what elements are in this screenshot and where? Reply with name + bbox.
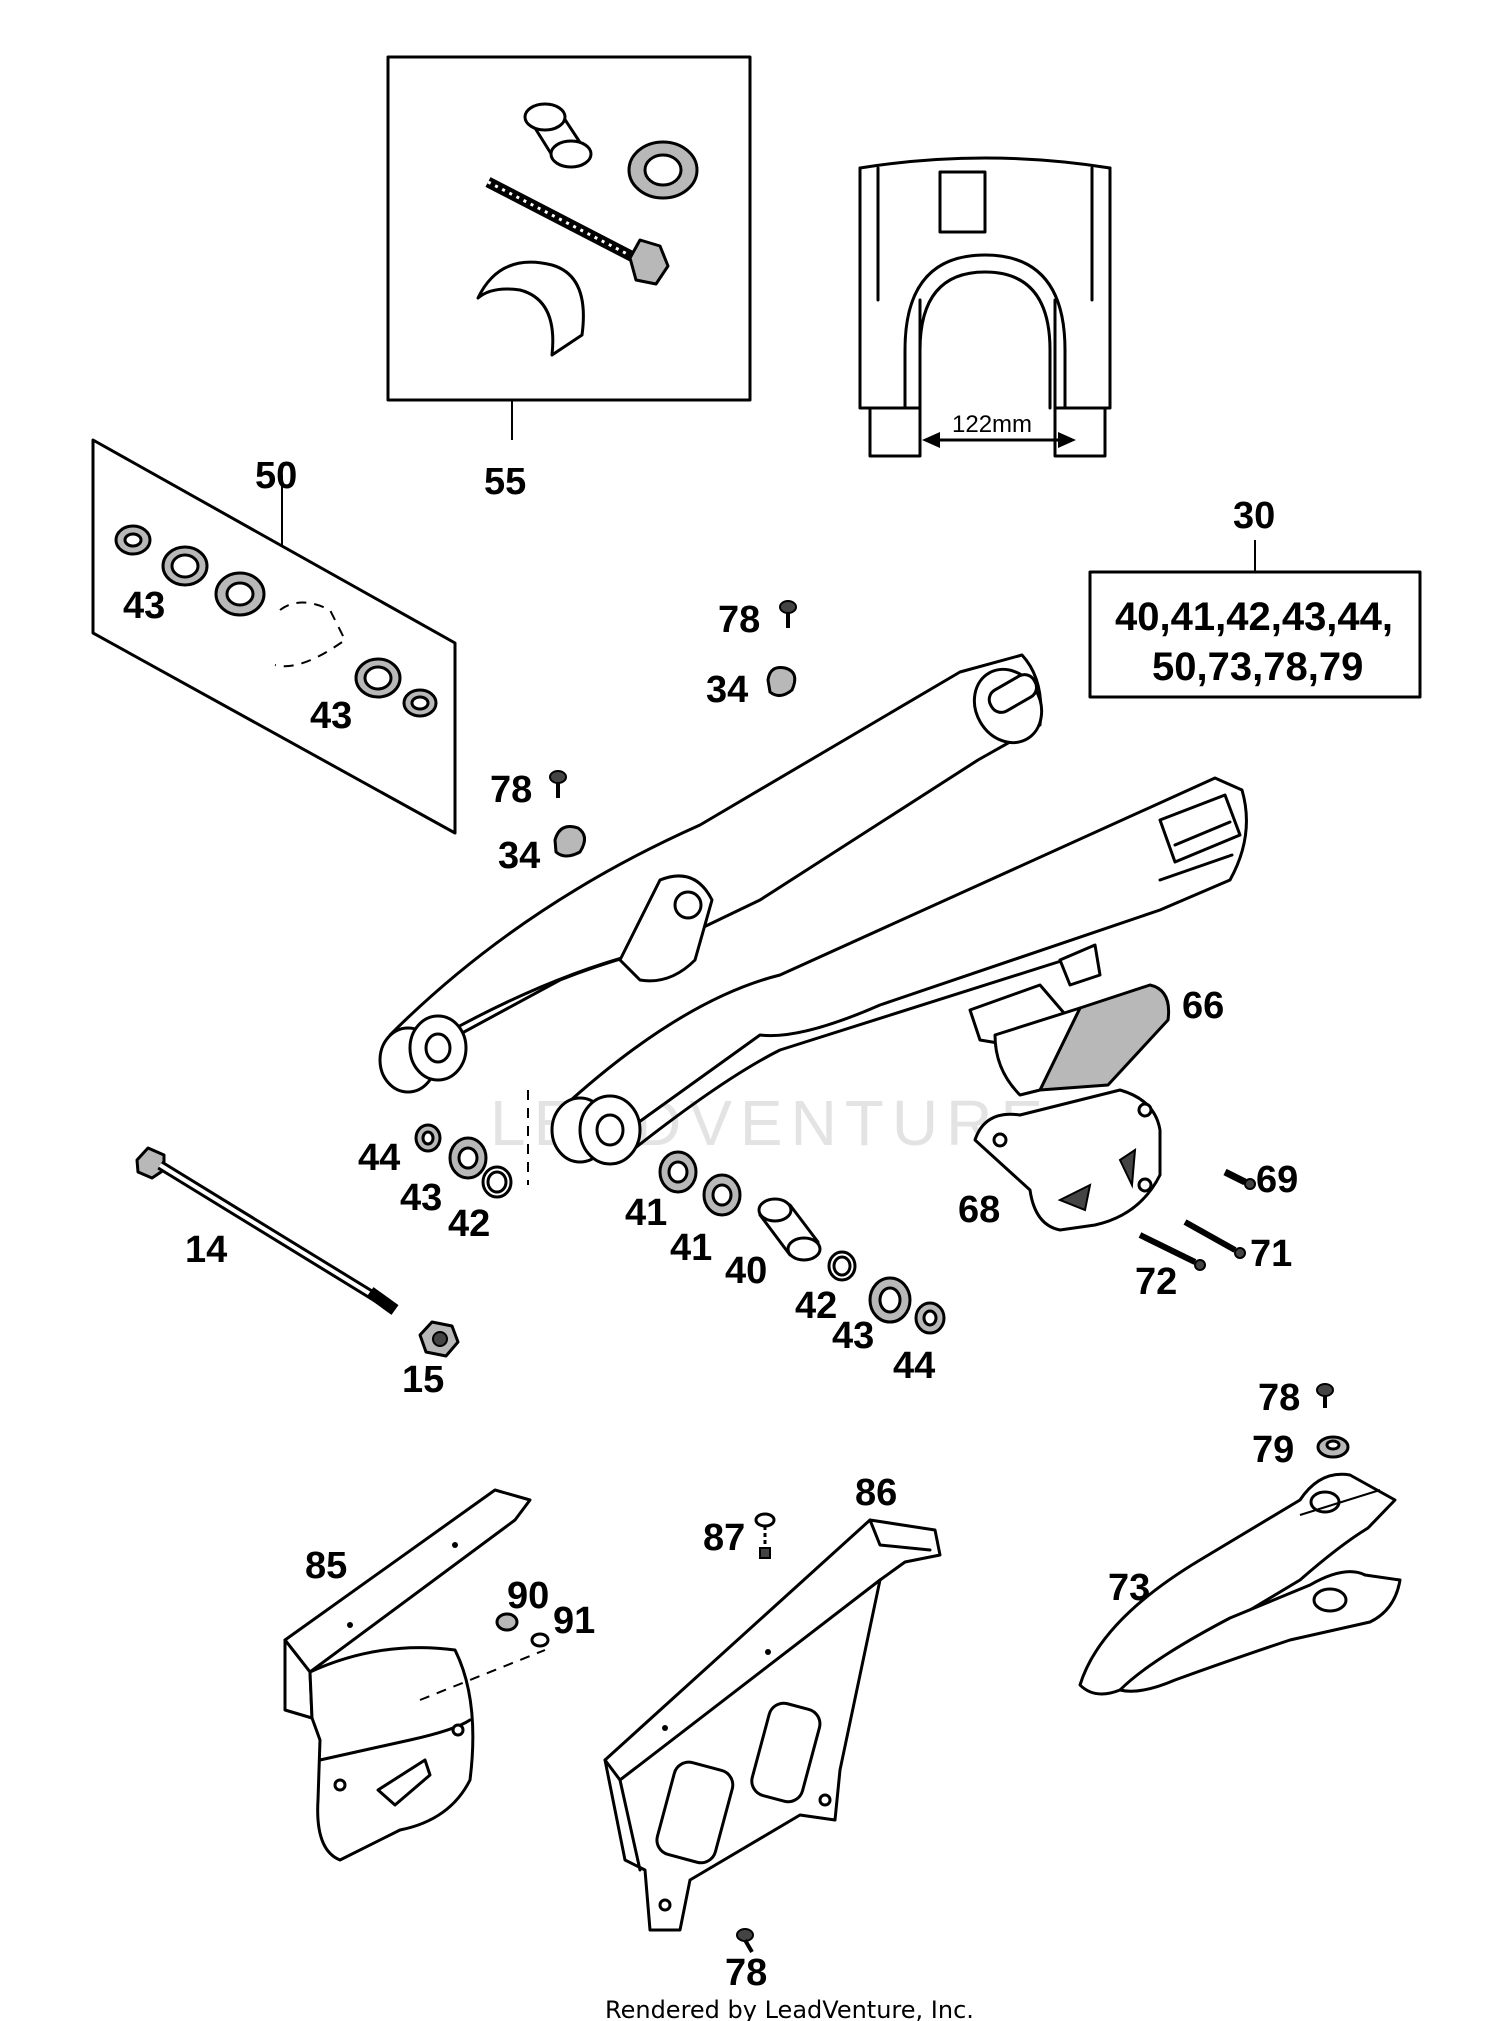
callout-43-kit-a: 43 bbox=[123, 585, 165, 627]
callout-34-mid: 34 bbox=[498, 835, 540, 877]
callout-55: 55 bbox=[484, 461, 526, 503]
callout-44-right: 44 bbox=[893, 1345, 935, 1387]
cable-clip-34-mid bbox=[553, 825, 586, 858]
screw-69 bbox=[1223, 1168, 1256, 1190]
callout-41-a: 41 bbox=[625, 1192, 667, 1234]
callout-87: 87 bbox=[703, 1517, 745, 1559]
kit-55-bushing bbox=[523, 102, 593, 169]
washer-79 bbox=[1316, 1435, 1350, 1459]
pivot-hardware-right bbox=[658, 1150, 946, 1335]
callout-42-right: 42 bbox=[795, 1285, 837, 1327]
callout-69: 69 bbox=[1256, 1159, 1298, 1201]
callout-73: 73 bbox=[1108, 1567, 1150, 1609]
callout-15: 15 bbox=[402, 1359, 444, 1401]
pivot-hardware-left bbox=[414, 1123, 513, 1199]
kit-30-box bbox=[1088, 570, 1422, 699]
callout-68: 68 bbox=[958, 1189, 1000, 1231]
callout-78-mid: 78 bbox=[490, 769, 532, 811]
footer-credit: Rendered by LeadVenture, Inc. bbox=[605, 1996, 974, 2021]
swingarm bbox=[378, 653, 1248, 1185]
screw-78-bottom bbox=[736, 1928, 754, 1954]
kit-55-half-sleeve bbox=[476, 260, 585, 357]
kit-30-line-2: 50,73,78,79 bbox=[1152, 645, 1363, 689]
bolt-72 bbox=[1138, 1232, 1206, 1271]
swingarm-top-view bbox=[858, 156, 1112, 458]
chain-guard-85 bbox=[283, 1488, 546, 1862]
callout-30: 30 bbox=[1233, 495, 1275, 537]
callout-78-upper: 78 bbox=[718, 599, 760, 641]
nut-90 bbox=[495, 1612, 519, 1632]
callout-43-kit-b: 43 bbox=[310, 695, 352, 737]
callout-72: 72 bbox=[1135, 1261, 1177, 1303]
kit-55-bearing bbox=[627, 140, 699, 200]
callout-78-bottom: 78 bbox=[725, 1952, 767, 1994]
screw-78-upper bbox=[779, 600, 797, 628]
nut-15 bbox=[418, 1320, 460, 1358]
dimension-122mm: 122mm bbox=[952, 411, 1032, 438]
guide-bracket-68 bbox=[973, 1088, 1162, 1232]
kit-50-panel bbox=[91, 438, 457, 835]
callout-42-left: 42 bbox=[448, 1203, 490, 1245]
screw-78-slider bbox=[1316, 1383, 1334, 1408]
callout-40: 40 bbox=[725, 1250, 767, 1292]
kit-55-box bbox=[386, 55, 752, 440]
pivot-axle-14 bbox=[135, 1146, 399, 1315]
screw-87 bbox=[754, 1512, 776, 1559]
kit-30-line-1: 40,41,42,43,44, bbox=[1115, 595, 1393, 639]
callout-43-left: 43 bbox=[400, 1177, 442, 1219]
bolt-71 bbox=[1183, 1219, 1246, 1259]
callout-14: 14 bbox=[185, 1229, 227, 1271]
cable-clip-34-upper bbox=[766, 666, 797, 697]
callout-71: 71 bbox=[1250, 1233, 1292, 1275]
callout-44-left: 44 bbox=[358, 1137, 400, 1179]
callout-91: 91 bbox=[553, 1600, 595, 1642]
callout-41-b: 41 bbox=[670, 1227, 712, 1269]
screw-78-mid bbox=[549, 770, 567, 798]
callout-78-slider: 78 bbox=[1258, 1377, 1300, 1419]
callout-43-right: 43 bbox=[832, 1315, 874, 1357]
callout-79: 79 bbox=[1252, 1429, 1294, 1471]
callout-90: 90 bbox=[507, 1575, 549, 1617]
chain-guide-66 bbox=[993, 983, 1171, 1097]
callout-66: 66 bbox=[1182, 985, 1224, 1027]
chain-guard-86 bbox=[603, 1518, 942, 1932]
callout-34-upper: 34 bbox=[706, 669, 748, 711]
chain-slider-73 bbox=[1078, 1472, 1402, 1696]
callout-50: 50 bbox=[255, 455, 297, 497]
callout-86: 86 bbox=[855, 1472, 897, 1514]
washer-91 bbox=[530, 1632, 550, 1648]
callout-85: 85 bbox=[305, 1545, 347, 1587]
kit-55-bolt bbox=[485, 177, 670, 286]
